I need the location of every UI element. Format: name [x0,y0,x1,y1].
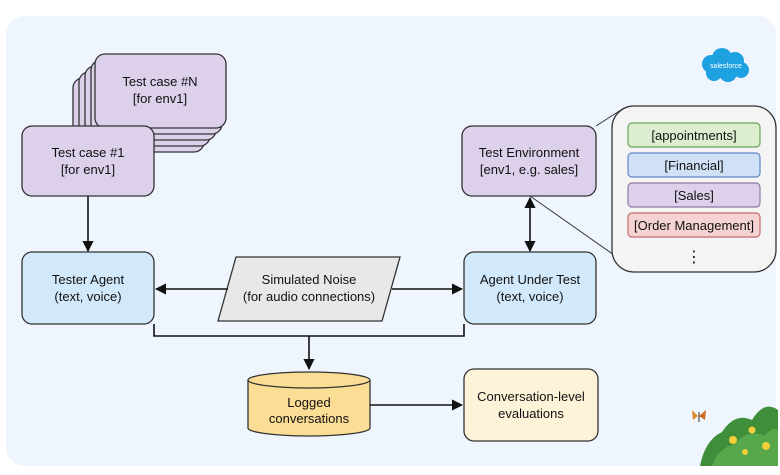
simulated-noise-subtitle: (for audio connections) [243,289,375,304]
test-case-1-env: [for env1] [61,162,115,177]
simulated-noise-box: Simulated Noise (for audio connections) [217,256,401,322]
test-environment-title: Test Environment [479,145,580,160]
agent-under-test-modes: (text, voice) [496,289,563,304]
environment-item: [Financial] [627,152,761,178]
agent-under-test-title: Agent Under Test [480,272,581,287]
environment-item: [Sales] [627,182,761,208]
logged-conversations-line2: conversations [269,411,350,426]
environment-item: [Order Management] [627,212,761,238]
evaluations-line1: Conversation-level [477,389,585,404]
butterfly-icon [692,410,706,422]
environment-item-box [627,152,761,178]
test-case-n-title: Test case #N [122,74,197,89]
logged-conversations-cylinder: Logged conversations [247,371,371,437]
test-environment-box: Test Environment [env1, e.g. sales] [461,125,597,197]
environment-item-box [627,182,761,208]
test-case-1-box: Test case #1 [for env1] [21,125,155,197]
test-case-n-env: [for env1] [133,91,187,106]
environment-item-label: [Order Management] [634,218,754,233]
env-panel-connector-bottom [529,195,625,263]
environments-more: ⋮ [686,249,702,266]
test-case-1-title: Test case #1 [52,145,125,160]
tester-agent-modes: (text, voice) [54,289,121,304]
environment-item: [appointments] [627,122,761,148]
test-case-n-stack: Test case #N [for env1] [72,53,227,153]
environment-item-box [627,122,761,148]
tester-agent-box: Tester Agent (text, voice) [21,251,155,325]
environment-item-label: [appointments] [651,128,736,143]
evaluations-line2: evaluations [498,406,564,421]
agent-under-test-box: Agent Under Test (text, voice) [463,251,597,325]
simulated-noise-title: Simulated Noise [262,272,357,287]
evaluations-box: Conversation-level evaluations [463,368,599,442]
decorative-foliage [700,406,778,466]
test-environment-env: [env1, e.g. sales] [480,162,578,177]
logged-conversations-line1: Logged [287,395,330,410]
environment-item-label: [Sales] [674,188,714,203]
environment-item-box [627,212,761,238]
salesforce-logo: salesforce [702,48,749,82]
tester-agent-title: Tester Agent [52,272,125,287]
salesforce-logo-text: salesforce [710,63,742,70]
environment-item-label: [Financial] [664,158,723,173]
